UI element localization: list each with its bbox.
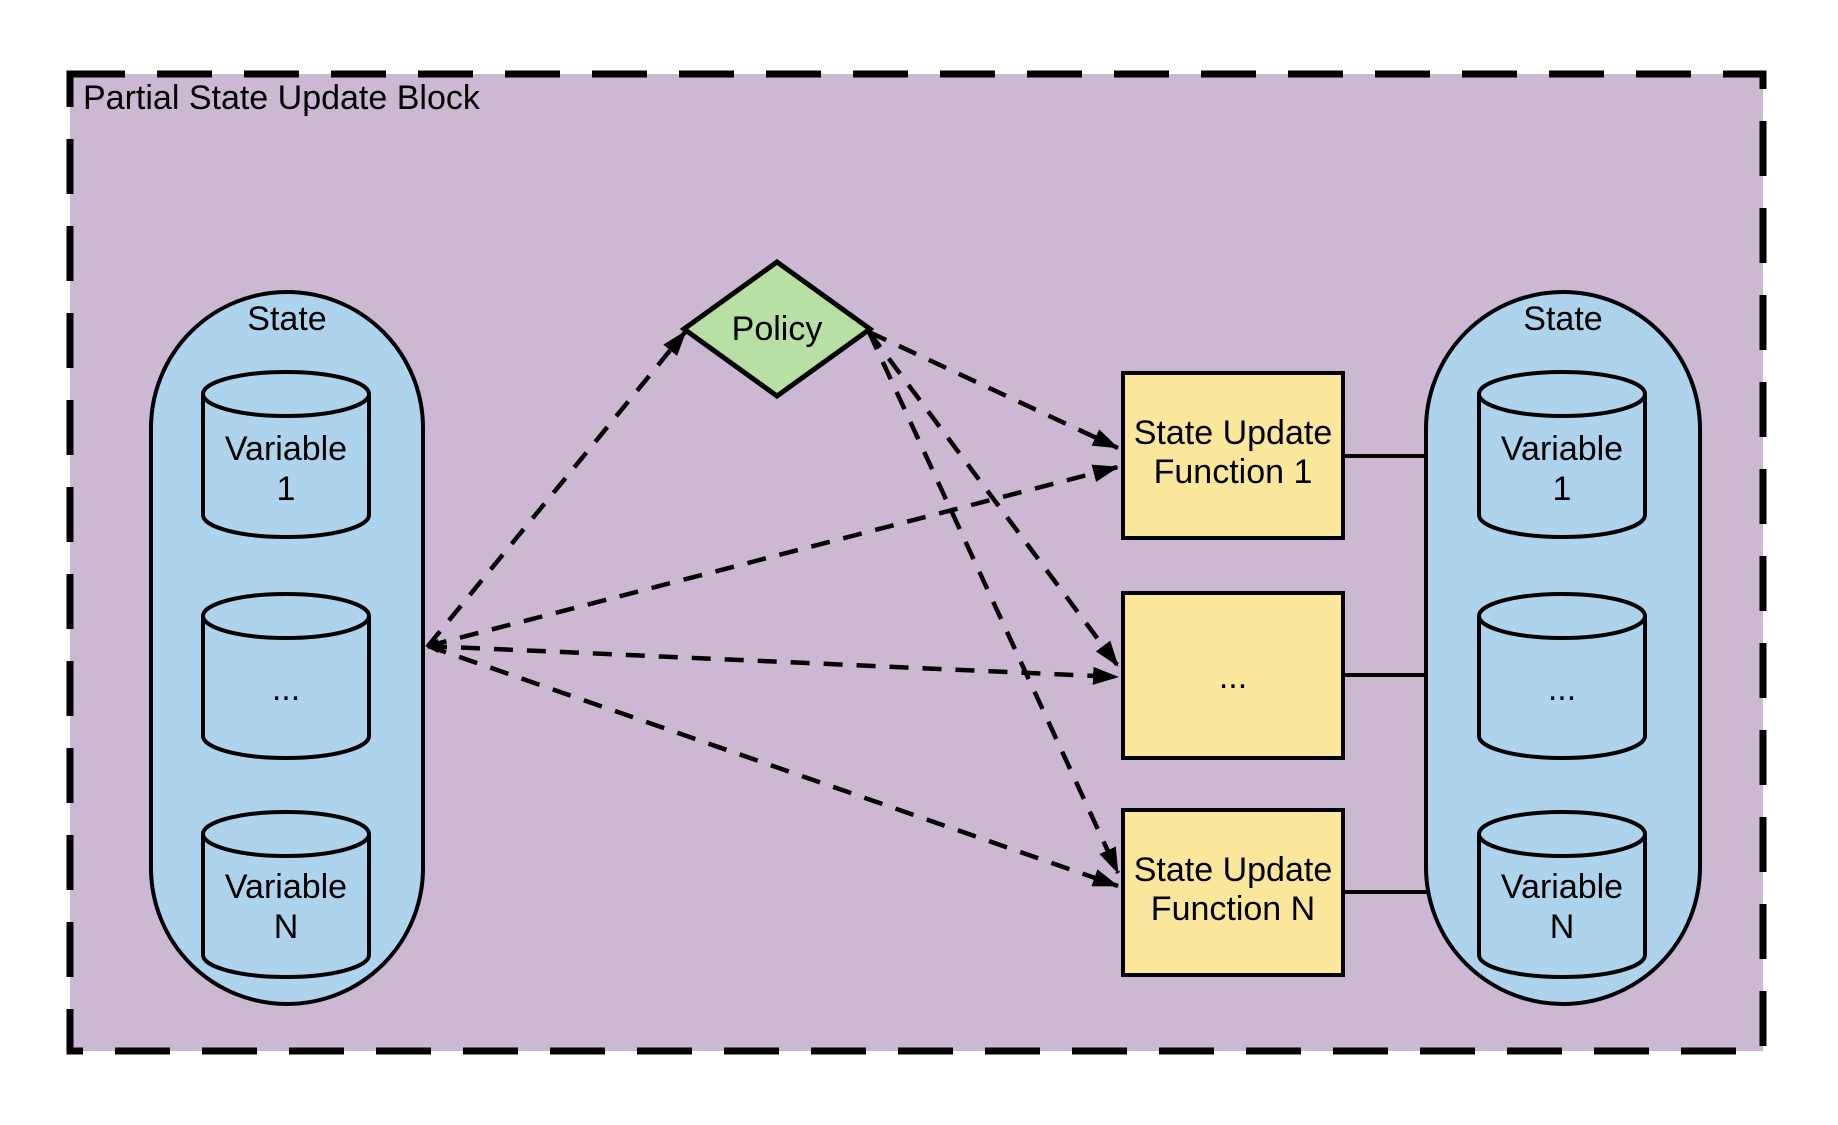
variable-label-line1: Variable — [225, 868, 347, 906]
right-variable-1-cylinder: Variable 1 — [1477, 370, 1647, 539]
function-label-line2: Function 1 — [1154, 453, 1313, 491]
cylinder-rim — [201, 810, 371, 858]
cylinder-body — [201, 394, 371, 539]
variable-label-line2: N — [274, 908, 299, 946]
function-box — [1121, 591, 1345, 760]
arrow-state-to-function-ellipsis — [427, 643, 1119, 685]
left-state-container: State Variable 1 ... Variable N — [149, 290, 425, 1006]
cylinder-body — [201, 616, 371, 760]
function-box — [1121, 371, 1345, 540]
arrow-policy-to-function-ellipsis — [867, 330, 1120, 668]
state-update-function-1-box: State Update Function 1 — [1121, 371, 1345, 540]
state-update-function-n-box: State Update Function N — [1121, 808, 1345, 977]
cylinder-rim — [201, 370, 371, 418]
function-box — [1121, 808, 1345, 977]
cylinder-body — [1477, 394, 1647, 539]
arrow-state-to-policy — [426, 329, 688, 648]
function-label-line1: State Update — [1134, 414, 1332, 452]
cylinder-rim — [1477, 810, 1647, 858]
psub-block-title: Partial State Update Block — [83, 79, 481, 117]
variable-label-line2: N — [1550, 908, 1575, 946]
left-variable-ellipsis-cylinder: ... — [201, 592, 371, 760]
policy-diamond — [679, 258, 875, 400]
cylinder-body — [1477, 616, 1647, 760]
variable-label-line1: Variable — [1501, 430, 1623, 468]
right-variable-ellipsis-cylinder: ... — [1477, 592, 1647, 760]
right-state-container: State Variable 1 ... Variable N — [1424, 290, 1702, 1006]
variable-label-line2: 1 — [1553, 470, 1572, 508]
variable-label-line1: Variable — [1501, 868, 1623, 906]
cylinder-rim — [201, 592, 371, 640]
policy-node: Policy — [679, 258, 875, 400]
arrow-fan-origin-point — [425, 639, 438, 653]
arrow-state-to-function-n — [427, 643, 1119, 889]
right-state-label: State — [1523, 300, 1602, 338]
function-label-line1: ... — [1219, 658, 1247, 696]
cylinder-rim — [1477, 370, 1647, 418]
right-variable-n-cylinder: Variable N — [1477, 810, 1647, 979]
left-variable-1-cylinder: Variable 1 — [201, 370, 371, 539]
arrow-policy-to-function-1 — [868, 329, 1119, 451]
function-label-line1: State Update — [1134, 851, 1332, 889]
dashed-arrows — [425, 329, 1121, 889]
cylinder-rim — [1477, 592, 1647, 640]
variable-label-line1: ... — [1548, 670, 1576, 708]
cylinder-body — [1477, 834, 1647, 979]
function-label-line2: Function N — [1151, 890, 1315, 928]
state-update-function-ellipsis-box: ... — [1121, 591, 1345, 760]
cylinder-body — [201, 834, 371, 979]
variable-label-line2: 1 — [277, 470, 296, 508]
left-variable-n-cylinder: Variable N — [201, 810, 371, 979]
arrow-policy-to-function-n — [866, 331, 1121, 874]
policy-label: Policy — [732, 310, 823, 348]
arrow-state-to-function-1 — [427, 464, 1119, 649]
variable-label-line1: Variable — [225, 430, 347, 468]
variable-label-line1: ... — [272, 670, 300, 708]
left-state-label: State — [247, 300, 326, 338]
